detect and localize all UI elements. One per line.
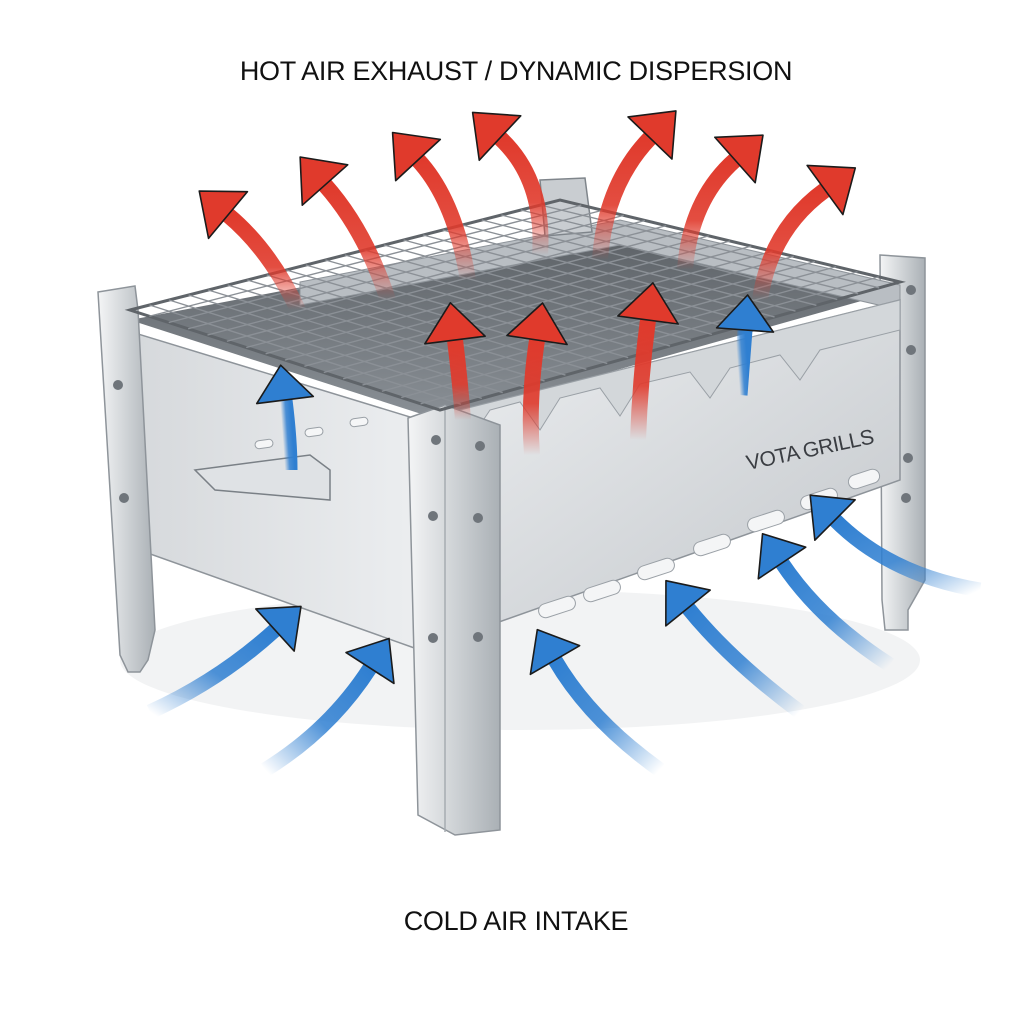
grate-wire xyxy=(304,245,752,367)
grate-wire xyxy=(401,271,858,399)
grate-wire xyxy=(207,219,646,336)
hot-air-arrow xyxy=(506,302,568,456)
grate-wire xyxy=(187,214,624,330)
cold-air-arrows xyxy=(146,294,982,777)
hot-air-arrow xyxy=(198,190,306,314)
grate-wire xyxy=(265,235,709,355)
hot-air-exhaust-label: HOT AIR EXHAUST / DYNAMIC DISPERSION xyxy=(239,56,793,86)
cold-air-arrow xyxy=(665,579,805,719)
grate-wire xyxy=(362,260,816,386)
grate-wire xyxy=(226,224,667,342)
hot-air-arrow xyxy=(424,302,486,421)
hot-air-arrow xyxy=(677,134,764,271)
cold-air-arrow xyxy=(529,628,665,777)
cold-air-arrow xyxy=(715,294,775,396)
cold-air-arrow xyxy=(255,364,315,471)
cold-air-intake-label: COLD AIR INTAKE xyxy=(403,906,629,936)
hot-air-arrow xyxy=(391,131,476,282)
left-leg xyxy=(97,285,156,673)
cold-air-arrow xyxy=(146,605,302,719)
hot-air-arrow xyxy=(471,111,549,256)
front-vent-slots xyxy=(538,468,881,619)
front-corner-leg xyxy=(407,404,501,836)
hot-air-arrow xyxy=(617,282,679,441)
grate-wire xyxy=(284,240,731,361)
cold-air-arrow xyxy=(757,532,895,672)
grate-wire xyxy=(342,255,794,380)
hot-air-arrow xyxy=(299,156,396,303)
grate-wire xyxy=(168,209,603,324)
hot-air-arrow xyxy=(592,110,677,261)
hot-air-arrows xyxy=(198,110,857,456)
ground-shadow xyxy=(120,590,920,730)
hot-air-arrow xyxy=(752,164,857,302)
cold-air-arrow xyxy=(261,637,395,777)
grate-wire xyxy=(246,230,688,349)
cold-air-arrow xyxy=(809,494,982,598)
